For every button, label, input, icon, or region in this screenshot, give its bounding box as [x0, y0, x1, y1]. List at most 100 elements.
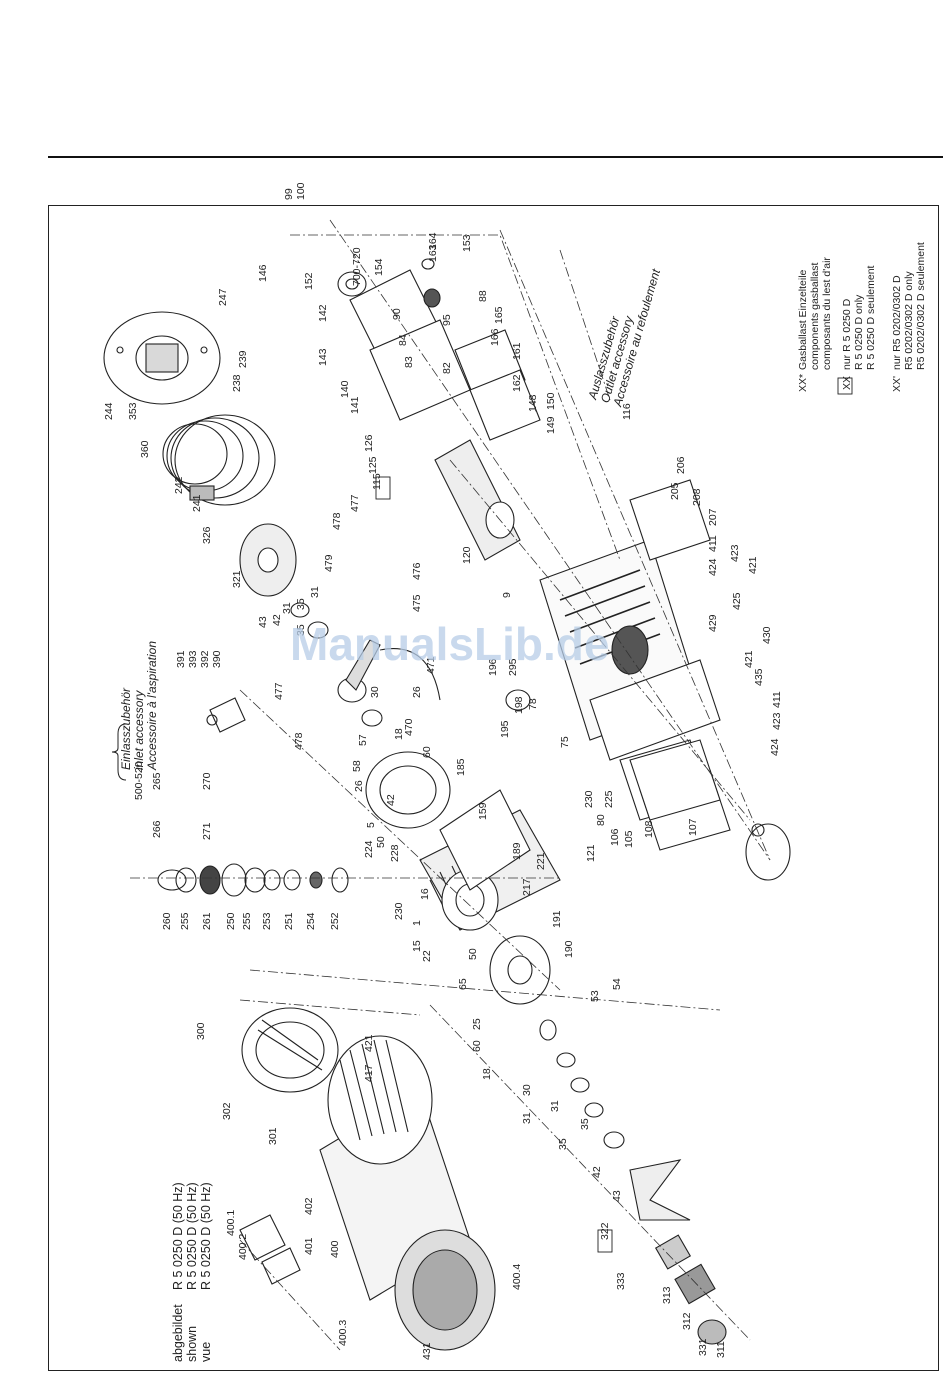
- part-number-label: 429: [707, 614, 719, 632]
- part-number-label: 30: [369, 686, 381, 698]
- legend-prime: XX' nur R5 0202/0302 D R5 0202/0302 D on…: [891, 242, 927, 392]
- drawing-frame: [48, 205, 939, 1371]
- part-number-label: 400.2: [237, 1234, 249, 1260]
- caption-row3-lang: vue: [199, 1342, 213, 1362]
- part-number-label: 312: [681, 1312, 693, 1330]
- part-number-label: 700-720: [351, 247, 363, 286]
- lower-plates: [629, 739, 765, 837]
- motor-housing: [319, 1035, 496, 1351]
- part-number-label: 301: [267, 1127, 279, 1145]
- part-number-label: 224: [363, 840, 375, 858]
- part-number-label: 125: [367, 456, 379, 474]
- legend-gasballast-de: Gasballast Einzelteile: [797, 269, 809, 370]
- valve-assembly: [290, 602, 531, 727]
- part-number-label: 153: [461, 234, 473, 252]
- caption-row1-model: R 5 0250 D (50 Hz): [171, 1182, 185, 1290]
- part-number-label: 411: [771, 691, 783, 708]
- part-number-label: 252: [329, 912, 341, 930]
- part-number-label: 50: [467, 948, 479, 960]
- part-number-label: 57: [357, 734, 369, 746]
- part-number-label: 242: [173, 476, 185, 494]
- part-number-label: 198: [513, 696, 525, 714]
- part-number-label: 88: [477, 290, 489, 302]
- outlet-accessory-title: Auslasszubehör Outlet accessory Accessoi…: [585, 267, 663, 409]
- part-number-label: 82: [441, 362, 453, 374]
- part-number-label: 390: [211, 650, 223, 668]
- part-number-label: 360: [139, 440, 151, 458]
- part-number-label: 270: [201, 772, 213, 790]
- part-number-label: 391: [175, 650, 187, 668]
- part-number-label: 478: [331, 512, 343, 530]
- part-number-label: 83: [403, 356, 415, 368]
- legend-boxed-fr: R 5 0250 D seulement: [865, 265, 877, 370]
- inlet-accessory-part: [206, 697, 246, 733]
- legend-gasballast: XX* Gasballast Einzelteile components ga…: [797, 257, 833, 392]
- terminal-box: [239, 1214, 301, 1285]
- part-number-label: 31: [281, 602, 293, 614]
- part-number-label: 423: [729, 544, 741, 562]
- part-number-label: 478: [293, 732, 305, 750]
- part-number-label: 161: [511, 342, 523, 360]
- part-number-label: 423: [771, 712, 783, 730]
- gasket-plate: [365, 751, 531, 891]
- boxed-markers: [375, 377, 853, 1253]
- part-number-label: 159: [477, 802, 489, 820]
- watermark: ManualsLib.de: [290, 618, 609, 670]
- caption-row3-model: R 5 0250 D (50 Hz): [199, 1182, 213, 1290]
- caption-row1-lang: abgebildet: [171, 1304, 185, 1362]
- part-number-label: 421: [743, 650, 755, 668]
- part-number-label: 417: [363, 1064, 375, 1082]
- part-number-label: 239: [237, 350, 249, 368]
- part-number-label: 191: [551, 910, 563, 928]
- part-number-label: 230: [393, 902, 405, 920]
- part-number-label: 435: [753, 668, 765, 686]
- part-number-label: 99: [283, 188, 295, 200]
- inlet-accessory-fr: Accessoire à l'aspiration: [145, 641, 159, 771]
- inlet-accessory-en: inlet accessory: [132, 690, 146, 770]
- legend-prime-en: R5 0202/0302 D only: [903, 271, 915, 370]
- part-number-label: 471: [425, 656, 437, 674]
- part-number-label: 108: [643, 820, 655, 838]
- part-number-label: 479: [323, 554, 335, 572]
- part-number-label: 140: [339, 380, 351, 398]
- part-number-label: 295: [507, 658, 519, 676]
- part-number-label: 116: [621, 403, 633, 420]
- part-number-label: 22: [421, 950, 433, 962]
- part-number-label: 106: [609, 828, 621, 846]
- part-number-label: 425: [731, 592, 743, 610]
- part-number-label: 146: [257, 264, 269, 282]
- part-number-label: 65: [457, 978, 469, 990]
- part-number-label: 31: [309, 586, 321, 598]
- part-number-label: 326: [201, 526, 213, 544]
- part-number-label: 251: [283, 912, 295, 930]
- part-number-label: 152: [303, 272, 315, 290]
- part-number-label: 400.3: [337, 1320, 349, 1346]
- part-number-label: 401: [303, 1237, 315, 1255]
- part-number-label: 392: [199, 650, 211, 668]
- legend-boxed: XX nur R 5 0250 D R 5 0250 D only R 5 02…: [841, 265, 877, 390]
- part-number-label: 411: [707, 535, 719, 552]
- part-number-label: 121: [585, 844, 597, 862]
- part-number-label: 154: [373, 258, 385, 276]
- part-number-label: 42: [271, 614, 283, 626]
- legend-gasballast-en: components gasballast: [809, 263, 821, 370]
- part-number-label: 261: [201, 912, 213, 930]
- part-number-label: 333: [615, 1272, 627, 1290]
- part-number-label: 500-520: [133, 761, 145, 800]
- part-number-label: 477: [273, 682, 285, 700]
- part-number-label: 221: [535, 852, 547, 870]
- inlet-accessory-title: Einlasszubehör inlet accessory Accessoir…: [119, 641, 159, 771]
- caption: abgebildet R 5 0250 D (50 Hz) shown R 5 …: [171, 1182, 213, 1362]
- part-number-label: 31: [549, 1100, 561, 1112]
- coupling-parts: [489, 935, 727, 1345]
- part-number-label: 18: [481, 1068, 493, 1080]
- part-number-label: 35: [295, 624, 307, 636]
- part-number-label: 402: [303, 1197, 315, 1215]
- part-number-label: 100: [295, 182, 307, 200]
- part-number-label: 80: [595, 814, 607, 826]
- part-number-label: 35: [557, 1138, 569, 1150]
- part-number-label: 105: [623, 830, 635, 848]
- legend-prime-symbol: XX': [891, 376, 903, 392]
- part-number-label: 331: [697, 1338, 709, 1356]
